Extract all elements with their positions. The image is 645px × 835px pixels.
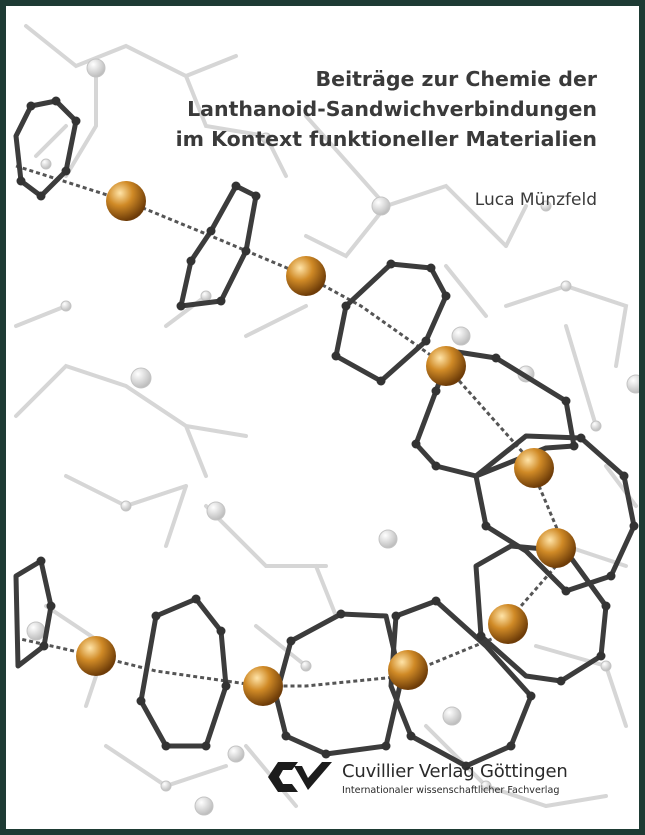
publisher-subtitle: Internationaler wissenschaftlicher Fachv… <box>342 785 560 796</box>
book-title-line-1: Beiträge zur Chemie der <box>315 67 597 91</box>
cuvillier-logo-icon <box>268 762 332 792</box>
metal-ring-bonds <box>15 164 560 688</box>
lanthanoid-metal-atoms <box>76 181 576 706</box>
background-atoms <box>26 58 639 816</box>
book-title-line-2: Lanthanoid-Sandwichverbindungen <box>187 97 597 121</box>
book-title: Beiträge zur Chemie der Lanthanoid-Sandw… <box>117 64 597 154</box>
molecular-structure-illustration <box>13 24 639 816</box>
ring-carbon-atoms <box>16 96 639 771</box>
book-cover: Beiträge zur Chemie der Lanthanoid-Sandw… <box>6 6 639 829</box>
book-title-line-3: im Kontext funktioneller Materialien <box>175 127 597 151</box>
publisher-block: Cuvillier Verlag Göttingen International… <box>268 758 598 802</box>
book-author: Luca Münzfeld <box>474 190 597 210</box>
publisher-name: Cuvillier Verlag Göttingen <box>342 761 568 782</box>
